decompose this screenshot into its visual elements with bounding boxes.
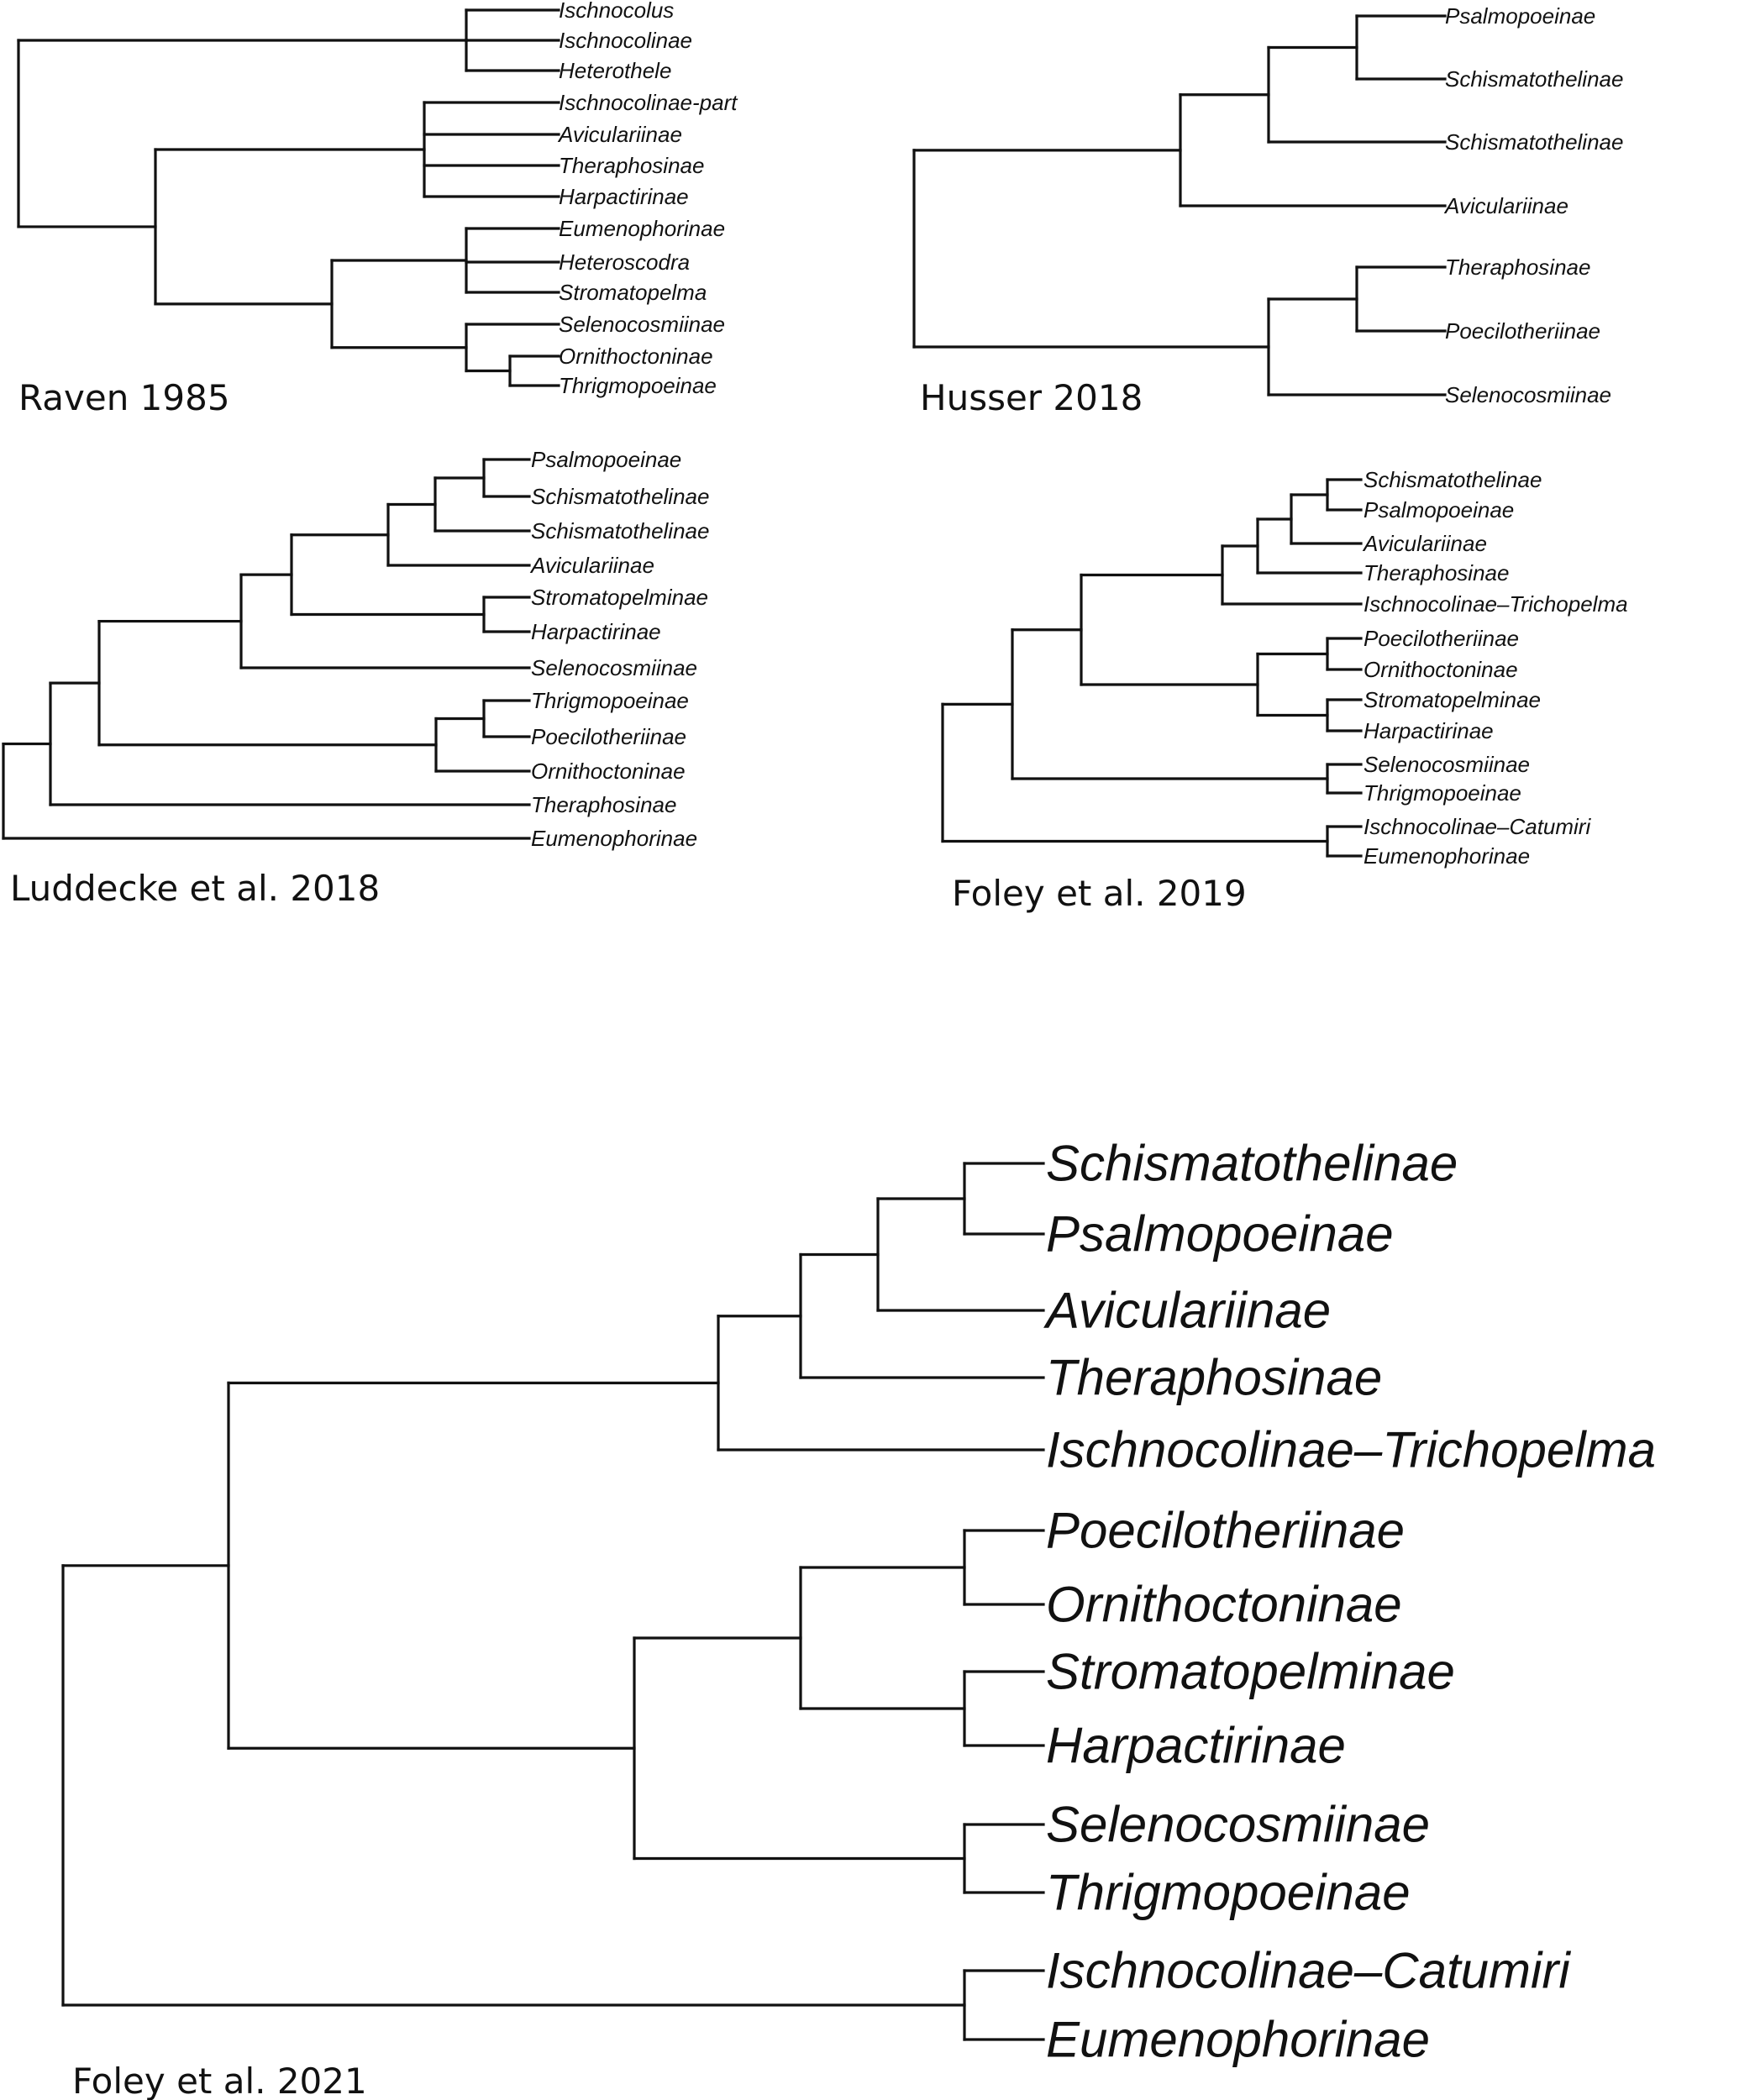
taxon-label: Schismatothelinae — [1445, 129, 1623, 155]
taxon-label: Ischnocolinae–Catumiri — [1046, 1943, 1571, 1999]
taxon-label: Psalmopoeinae — [531, 447, 681, 472]
taxon-label: Thrigmopoeinae — [559, 373, 717, 398]
taxon-label: Psalmopoeinae — [1364, 497, 1514, 522]
taxon-label: Schismatothelinae — [531, 484, 709, 509]
taxon-label: Ornithoctoninae — [1364, 657, 1518, 682]
taxon-label: Ischnocolinae–Catumiri — [1364, 814, 1591, 839]
taxon-label: Aviculariinae — [1443, 193, 1568, 218]
taxon-label: Thrigmopoeinae — [1364, 780, 1521, 806]
taxon-label: Thrigmopoeinae — [1046, 1865, 1411, 1921]
panel-caption: Luddecke et al. 2018 — [10, 868, 380, 909]
taxon-label: Poecilotheriinae — [1046, 1503, 1405, 1559]
taxon-label: Ischnocolinae–Trichopelma — [1364, 591, 1628, 617]
panel-caption: Foley et al. 2019 — [952, 873, 1247, 914]
taxon-label: Aviculariinae — [1043, 1283, 1331, 1339]
taxon-label: Poecilotheriinae — [531, 724, 686, 749]
taxon-label: Psalmopoeinae — [1445, 3, 1595, 29]
tree-panel-foley2021: SchismatothelinaePsalmopoeinaeAvicularii… — [61, 1136, 1656, 2100]
taxon-label: Schismatothelinae — [1046, 1136, 1458, 1192]
taxon-label: Stromatopelminae — [531, 585, 708, 610]
taxon-label: Theraphosinae — [1046, 1350, 1382, 1406]
taxon-label: Harpactirinae — [1046, 1718, 1346, 1774]
taxon-label: Poecilotheriinae — [1364, 626, 1519, 651]
taxon-label: Selenocosmiinae — [531, 655, 697, 680]
taxon-label: Psalmopoeinae — [1046, 1206, 1394, 1263]
taxon-label: Theraphosinae — [1364, 560, 1509, 585]
taxon-label: Theraphosinae — [559, 153, 704, 178]
panel-caption: Raven 1985 — [18, 377, 230, 418]
taxon-label: Aviculariinae — [557, 122, 682, 147]
taxon-label: Schismatothelinae — [531, 518, 709, 543]
taxon-label: Harpactirinae — [1364, 718, 1494, 743]
taxon-label: Harpactirinae — [559, 184, 689, 209]
taxon-label: Poecilotheriinae — [1445, 318, 1600, 344]
taxon-label: Ischnocolinae-part — [559, 90, 738, 115]
taxon-label: Heterothele — [559, 58, 671, 83]
taxon-label: Stromatopelma — [559, 280, 707, 305]
taxon-label: Selenocosmiinae — [1364, 752, 1530, 777]
taxon-label: Thrigmopoeinae — [531, 688, 689, 713]
taxon-label: Ornithoctoninae — [531, 759, 686, 784]
taxon-label: Theraphosinae — [1445, 255, 1590, 280]
taxon-label: Aviculariinae — [1362, 531, 1487, 556]
panel-caption: Foley et al. 2021 — [72, 2061, 367, 2100]
taxon-label: Selenocosmiinae — [1445, 382, 1611, 407]
panel-caption: Husser 2018 — [920, 377, 1143, 418]
taxon-label: Eumenophorinae — [1364, 843, 1530, 869]
tree-panel-husser: PsalmopoeinaeSchismatothelinaeSchismatot… — [912, 3, 1623, 418]
taxon-label: Stromatopelminae — [1364, 687, 1541, 712]
taxon-label: Harpactirinae — [531, 619, 661, 644]
taxon-label: Eumenophorinae — [1046, 2012, 1430, 2068]
tree-panel-luddecke: PsalmopoeinaeSchismatothelinaeSchismatot… — [2, 447, 709, 909]
taxon-label: Schismatothelinae — [1445, 66, 1623, 92]
taxon-label: Eumenophorinae — [531, 826, 697, 851]
taxon-label: Heteroscodra — [559, 249, 690, 275]
taxon-label: Selenocosmiinae — [1046, 1797, 1430, 1853]
taxon-label: Ischnocolus — [559, 0, 674, 23]
taxon-label: Theraphosinae — [531, 792, 676, 817]
taxon-label: Ischnocolinae — [559, 28, 692, 53]
taxon-label: Eumenophorinae — [559, 216, 725, 241]
taxon-label: Ornithoctoninae — [559, 344, 713, 369]
taxon-label: Selenocosmiinae — [559, 312, 725, 337]
taxon-label: Ornithoctoninae — [1046, 1577, 1402, 1633]
tree-panel-foley2019: SchismatothelinaePsalmopoeinaeAvicularii… — [941, 467, 1628, 914]
taxon-label: Stromatopelminae — [1046, 1644, 1455, 1700]
taxon-label: Ischnocolinae–Trichopelma — [1046, 1422, 1656, 1478]
taxon-label: Schismatothelinae — [1364, 467, 1542, 492]
taxon-label: Aviculariinae — [529, 553, 654, 578]
tree-panel-raven: IschnocolusIschnocolinaeHeterotheleIschn… — [17, 0, 738, 418]
